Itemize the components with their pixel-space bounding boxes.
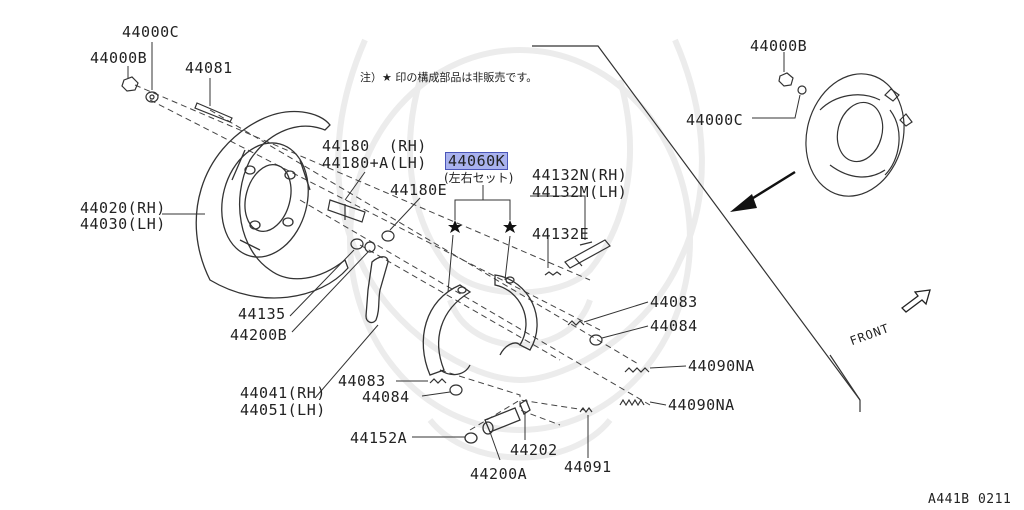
watermark-emblem (335, 38, 705, 461)
retainer-44084-upper (589, 334, 603, 346)
backing-plate-right (805, 73, 913, 197)
leader-44180e (389, 197, 421, 231)
label-44000b-left[interactable]: 44000B (90, 49, 148, 67)
dash-line-5 (359, 244, 561, 361)
leader-44000c-right (752, 94, 801, 119)
label-44180e[interactable]: 44180E (390, 181, 448, 199)
boot-44152a (464, 432, 478, 444)
label-44132m-lh[interactable]: 44132M(LH) (532, 183, 628, 201)
label-44200a[interactable]: 44200A (470, 465, 528, 483)
brake-shoe-front (422, 284, 472, 376)
washer-44000c-right (797, 85, 807, 95)
spring-44091 (579, 407, 593, 413)
leader-44083-upper (583, 301, 649, 323)
leader-44090na-upper (649, 365, 687, 369)
direction-arrow (730, 170, 796, 212)
bolt-44081 (194, 102, 233, 123)
dash-line-3 (209, 109, 641, 366)
front-divider-line (829, 354, 861, 401)
leader-44084-upper (601, 325, 649, 339)
leader-44084-lower (421, 391, 451, 397)
star-marker-rear-shoe (503, 220, 517, 233)
spring-44083-lower (429, 378, 447, 384)
label-44084-lower[interactable]: 44084 (362, 388, 410, 406)
label-44084-upper[interactable]: 44084 (650, 317, 698, 335)
washer-44135a (350, 238, 364, 250)
lever-pin-44180 (327, 199, 366, 223)
leader-44041 (314, 324, 379, 399)
clip-44180e (381, 230, 395, 242)
leader-44180 (344, 171, 366, 201)
front-arrow-icon (901, 289, 931, 313)
label-44132n-rh[interactable]: 44132N(RH) (532, 166, 628, 184)
backing-plate-left (195, 110, 349, 299)
label-44060k-subtitle: (左右セット) (444, 171, 514, 185)
label-44030-lh[interactable]: 44030(LH) (80, 215, 166, 233)
leader-44200b (291, 251, 369, 333)
label-44041-rh[interactable]: 44041(RH) (240, 384, 326, 402)
dash-line-1 (134, 84, 591, 281)
label-44083-upper[interactable]: 44083 (650, 293, 698, 311)
label-44135[interactable]: 44135 (238, 305, 286, 323)
nut-44000b-left (121, 76, 139, 92)
dash-line-4 (299, 199, 651, 406)
label-44060k-highlight[interactable]: 44060K (444, 152, 509, 170)
label-44000c-right[interactable]: 44000C (686, 111, 744, 129)
wheel-cylinder-44200a (464, 399, 531, 444)
washer-44135b (364, 241, 376, 253)
label-44090na-upper[interactable]: 44090NA (688, 357, 755, 375)
label-44000c-left[interactable]: 44000C (122, 23, 180, 41)
washer-44000c-left (145, 91, 159, 103)
nut-44000b-right (778, 72, 794, 87)
leader-44090na-lower (649, 401, 667, 406)
label-44152a[interactable]: 44152A (350, 429, 408, 447)
dash-line-7 (469, 399, 586, 431)
star-marker-front-shoe (448, 220, 462, 233)
label-44083-lower[interactable]: 44083 (338, 372, 386, 390)
label-44091[interactable]: 44091 (564, 458, 612, 476)
spring-44090na-upper (624, 367, 650, 373)
leader-divider-line (532, 45, 861, 401)
leader-44200a (489, 431, 501, 461)
label-44051-lh[interactable]: 44051(LH) (240, 401, 326, 419)
spring-44090na-lower (619, 398, 645, 407)
retainer-44084-lower (449, 384, 463, 396)
label-44000b-right[interactable]: 44000B (750, 37, 808, 55)
label-44180a-lh[interactable]: 44180+A(LH) (322, 154, 427, 172)
parking-lever-44200b (365, 256, 389, 324)
label-44020-rh[interactable]: 44020(RH) (80, 199, 166, 217)
diagram-code: A441B 0211 (928, 492, 1012, 507)
spring-44083-upper (567, 320, 585, 326)
label-44132e[interactable]: 44132E (532, 225, 590, 243)
leader-44132 (530, 195, 586, 240)
label-44090na-lower[interactable]: 44090NA (668, 396, 735, 414)
leader-44135 (289, 249, 355, 317)
dash-line-2 (149, 99, 601, 331)
label-44180-rh[interactable]: 44180 (RH) (322, 137, 427, 155)
label-44081[interactable]: 44081 (185, 59, 233, 77)
spring-44132e (544, 271, 562, 276)
kit-leader-front-shoe (447, 234, 454, 293)
kit-bracket (454, 199, 511, 220)
kit-leader-rear-shoe (504, 235, 511, 281)
label-44202[interactable]: 44202 (510, 441, 558, 459)
label-44200b[interactable]: 44200B (230, 326, 288, 344)
adjuster-44132 (564, 239, 611, 269)
dash-line-6 (439, 369, 561, 426)
brake-shoe-rear (494, 274, 538, 356)
note-text: 注）★ 印の構成部品は非販売です。 (360, 71, 538, 84)
